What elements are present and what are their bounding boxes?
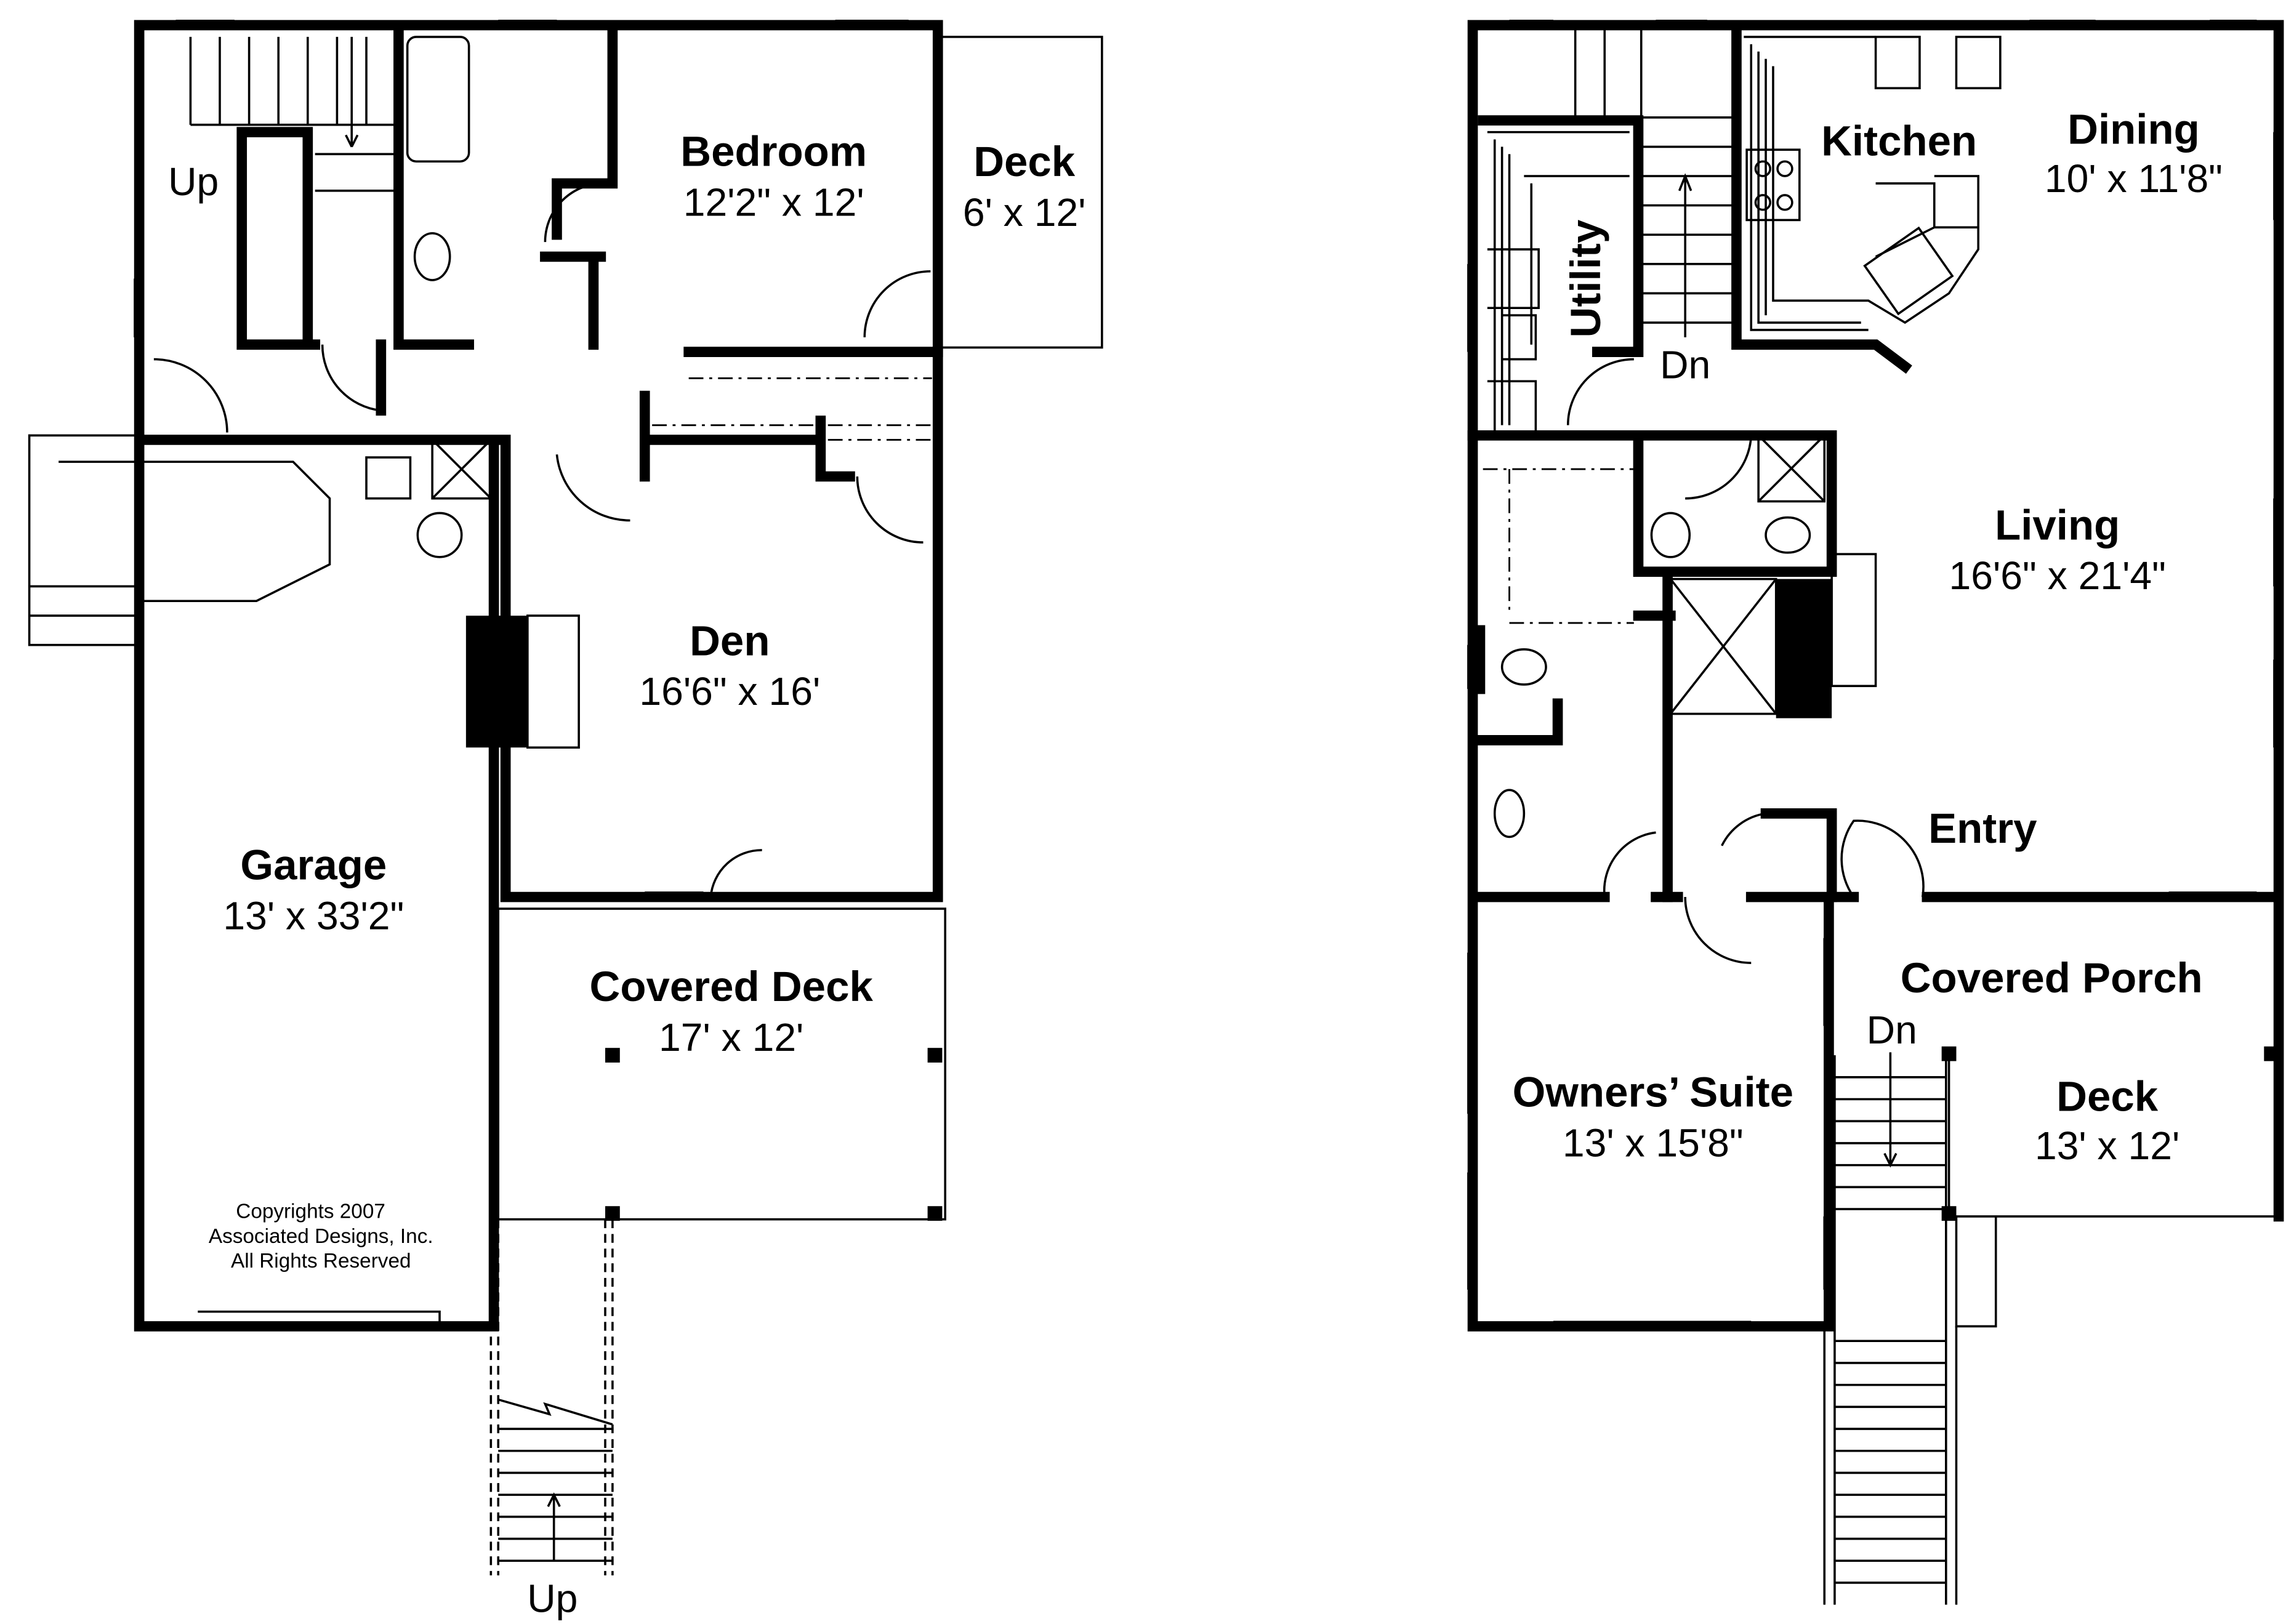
room-name-living: Living: [1995, 501, 2120, 549]
covered-deck-outline: [497, 907, 946, 1221]
room-dims-deck: 6' x 12': [963, 190, 1086, 235]
room-name-deck: Deck: [2056, 1073, 2159, 1120]
room-name-dining: Dining: [2067, 106, 2200, 153]
room-dims-covered-deck: 17' x 12': [659, 1015, 803, 1059]
deck-outline: [936, 36, 1103, 349]
room-dims-garage: 13' x 33'2": [223, 893, 404, 938]
room-name-bedroom: Bedroom: [680, 127, 867, 175]
pantry: [1955, 36, 2002, 90]
side-landing: [28, 434, 140, 646]
stair-label-entry-up: Up: [527, 1577, 578, 1621]
room-name-entry: Entry: [1928, 805, 2037, 852]
stairs-entry-up: [489, 1219, 614, 1576]
room-name-covered-deck: Covered Deck: [590, 963, 874, 1010]
door-swings: [153, 182, 931, 898]
room-name-utility: Utility: [1562, 219, 1609, 337]
lower-floor-plan: Up Bedroom 12'2" x 12' Deck 6' x 12' Den…: [28, 19, 1103, 1621]
toilet-icon: [1765, 516, 1811, 554]
stairs-upper-down: [1574, 30, 1737, 337]
landing-steps: [29, 460, 331, 617]
sink-icon: [365, 456, 412, 500]
room-dims-den: 16'6" x 16': [639, 669, 820, 714]
toilet-icon: [1500, 648, 1547, 686]
stairs-lower-up: [189, 36, 396, 192]
room-name-owners-suite: Owners’ Suite: [1513, 1068, 1793, 1115]
kitchen-counters: [1744, 36, 1979, 331]
toilet-icon: [1650, 512, 1691, 558]
sink-icon: [1493, 789, 1526, 838]
room-dims-deck: 13' x 12': [2035, 1124, 2179, 1168]
copyright-line-3: All Rights Reserved: [231, 1250, 411, 1272]
range-hood: [1874, 36, 1921, 90]
bathtub-icon: [406, 36, 470, 163]
room-name-deck: Deck: [973, 138, 1076, 185]
sink-icon: [1863, 226, 1954, 316]
room-name-garage: Garage: [240, 841, 387, 888]
copyright-line-2: Associated Designs, Inc.: [209, 1225, 433, 1248]
shower-icon: [1757, 434, 1826, 503]
water-heater-icon: [416, 512, 463, 558]
windows: [134, 19, 936, 1327]
upper-floor-plan: Kitchen Dining 10' x 11'8" Utility Dn Li…: [1467, 19, 2284, 1605]
cooktop-icon: [1745, 148, 1801, 222]
fireplace-icon: [465, 616, 528, 748]
toilet-icon: [413, 232, 451, 281]
stairs-porch-down: [1823, 1052, 1958, 1605]
room-dims-bedroom: 12'2" x 12': [683, 180, 864, 224]
room-name-covered-porch: Covered Porch: [1901, 954, 2203, 1002]
utility-fixtures: [1487, 131, 1630, 440]
room-dims-dining: 10' x 11'8": [2045, 156, 2223, 201]
hearth: [1830, 553, 1877, 688]
room-name-den: Den: [690, 617, 770, 664]
fireplace-icon: [1776, 579, 1832, 718]
exterior-walls: [134, 20, 943, 1332]
copyright-line-1: Copyrights 2007: [236, 1200, 385, 1223]
shower-icon: [431, 438, 493, 500]
interior-walls: [1467, 24, 1912, 902]
stair-label-up: Up: [168, 159, 219, 204]
room-dims-owners-suite: 13' x 15'8": [1563, 1120, 1744, 1165]
door-swings: [1566, 358, 1925, 964]
room-dims-living: 16'6" x 21'4": [1949, 553, 2166, 598]
interior-walls: [236, 20, 943, 482]
stair-label-porch-dn: Dn: [1867, 1008, 1917, 1052]
deck-posts: [605, 1048, 943, 1221]
hearth: [526, 614, 580, 749]
stair-label-dn: Dn: [1660, 342, 1710, 387]
room-name-kitchen: Kitchen: [1821, 118, 1977, 165]
windows: [1467, 19, 2276, 1324]
